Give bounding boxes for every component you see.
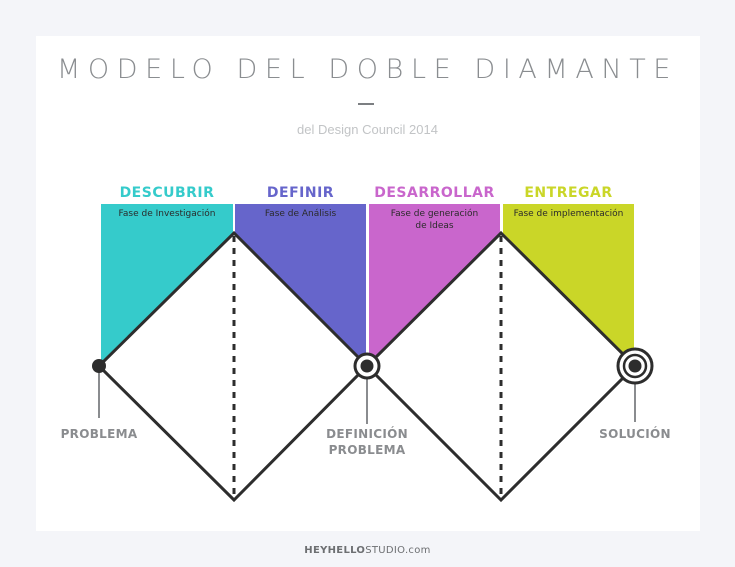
footer-brand: HEYHELLOSTUDIO.com xyxy=(0,544,735,558)
footer-brand-light: STUDIO xyxy=(365,545,405,556)
page-subtitle: del Design Council 2014 xyxy=(297,122,438,137)
footer-brand-bold: HEYHELLO xyxy=(304,545,366,556)
page-title: MODELO DEL DOBLE DIAMANTE xyxy=(57,54,678,85)
phase-panel-desarrollar xyxy=(369,204,500,364)
phase-subtitle-desarrollar-line1: Fase de generación xyxy=(390,209,479,219)
phase-panel-entregar xyxy=(503,204,634,364)
definicion-target-icon xyxy=(353,352,381,380)
solucion-target-icon xyxy=(616,347,654,385)
phase-subtitle-desarrollar-line2: de Ideas xyxy=(415,221,454,231)
title-divider xyxy=(358,103,374,105)
phase-title-definir: DEFINIR xyxy=(266,185,335,201)
phase-title-descubrir: DESCUBRIR xyxy=(119,185,215,201)
phase-title-desarrollar: DESARROLLAR xyxy=(374,185,495,201)
milestone-definicion-problema: DEFINICIÓN PROBLEMA xyxy=(312,426,422,458)
phase-panel-descubrir xyxy=(101,204,233,364)
phase-subtitle-entregar: Fase de implementación xyxy=(513,209,624,219)
phase-subtitle-descubrir: Fase de Investigación xyxy=(118,209,216,219)
phase-title-entregar: ENTREGAR xyxy=(524,185,613,201)
phase-subtitle-definir: Fase de Análisis xyxy=(264,209,337,219)
milestone-problema: PROBLEMA xyxy=(60,427,138,441)
phase-panel-definir xyxy=(235,204,366,365)
problema-dot-icon xyxy=(92,359,106,373)
footer-brand-suffix: .com xyxy=(404,545,431,556)
milestone-solucion: SOLUCIÓN xyxy=(599,427,671,441)
milestone-definicion-line1: DEFINICIÓN xyxy=(326,427,408,441)
milestone-definicion-line2: PROBLEMA xyxy=(328,443,406,457)
phase-subtitle-desarrollar: Fase de generación de Ideas xyxy=(369,208,500,232)
